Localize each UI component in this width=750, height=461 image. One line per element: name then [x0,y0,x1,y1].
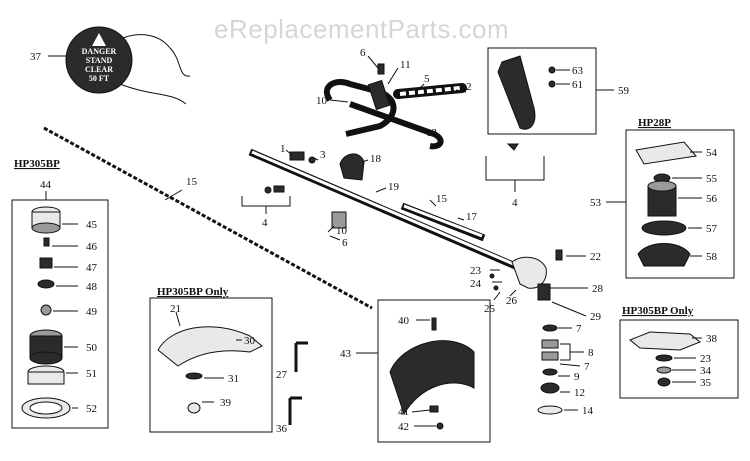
callout-23-b: 23 [700,353,712,365]
sign-line-4: 50 FT [89,74,110,83]
callout-8: 8 [588,347,594,359]
callout-11: 11 [400,59,411,71]
header-hp28p: HP28P [638,117,671,129]
hex-wrench-27 [294,341,308,372]
callout-55: 55 [706,173,718,185]
callout-1: 1 [280,143,286,155]
callout-17: 17 [466,211,478,223]
callout-15-cable: 15 [186,176,198,188]
callout-59: 59 [618,85,630,97]
callout-22: 22 [590,251,601,263]
callout-44: 44 [40,179,52,191]
callout-7-bottom: 7 [584,361,590,373]
callout-53: 53 [590,197,602,209]
callout-25: 25 [484,303,496,315]
watermark-text: eReplacementParts.com [214,14,509,44]
callout-23-main: 23 [470,265,482,277]
shaft-clamp-parts [264,151,365,229]
hp28p-parts-box [625,129,735,279]
sign-line-1: DANGER [82,47,117,56]
callout-38: 38 [706,333,718,345]
hex-wrench-36 [288,396,302,425]
callout-39: 39 [220,397,232,409]
main-shaft [248,148,522,272]
callout-61: 61 [572,79,583,91]
guard-parts-box [377,299,491,443]
callout-45: 45 [86,219,98,231]
callout-63: 63 [572,65,584,77]
callout-19: 19 [388,181,400,193]
callout-21: 21 [170,303,181,315]
callout-43: 43 [340,348,352,360]
trimmer-guard [389,317,475,430]
drive-cable [43,126,373,310]
callout-7-top: 7 [576,323,582,335]
callout-30: 30 [244,335,256,347]
callout-18: 18 [370,153,382,165]
hp305bp-only-box-b [619,319,739,399]
callout-47: 47 [86,262,98,274]
callout-37: 37 [30,51,42,63]
gear-head [489,249,563,301]
shaft-sleeve [400,202,486,242]
hp28p-head-parts [635,141,697,267]
callout-40: 40 [398,315,410,327]
callout-15-sleeve: 15 [436,193,448,205]
callout-28: 28 [592,283,604,295]
callout-41: 41 [398,406,409,418]
handle-assembly [323,63,467,150]
head-parts-stack [21,206,71,419]
callout-57: 57 [706,223,718,235]
callout-10-mid: 10 [336,225,348,237]
callout-6-top: 6 [360,47,366,59]
callout-48: 48 [86,281,98,293]
callout-46: 46 [86,241,98,253]
callout-2: 2 [466,81,472,93]
callout-3: 3 [320,149,326,161]
callout-42: 42 [398,421,409,433]
hp305bp-only-box-a [149,297,273,433]
callout-34-b: 34 [700,365,712,377]
hp305bp-parts-box [11,199,109,429]
callout-26: 26 [506,295,518,307]
header-hp305bp-only-a: HP305BP Only [157,286,229,298]
callout-50: 50 [86,342,98,354]
callout-24: 24 [470,278,482,290]
callout-29: 29 [590,311,602,323]
callout-49: 49 [86,306,98,318]
callout-10-top: 10 [316,95,328,107]
blade-hardware [629,331,701,387]
callout-35: 35 [700,377,712,389]
gear-head-hardware [537,324,563,415]
callout-6-mid: 6 [342,237,348,249]
callout-13: 13 [426,127,438,139]
callout-31: 31 [228,373,239,385]
callout-27: 27 [276,369,288,381]
throttle-parts-box [487,47,597,135]
callout-58: 58 [706,251,718,263]
callout-56: 56 [706,193,718,205]
callout-51: 51 [86,368,97,380]
header-hp305bp-only-b: HP305BP Only [622,305,694,317]
warning-sign-illustration: DANGER STAND CLEAR 50 FT [65,26,191,105]
guard-shield-small [157,326,263,414]
callout-4-right: 4 [512,197,518,209]
callout-14: 14 [582,405,594,417]
callout-9: 9 [574,371,580,383]
callout-36: 36 [276,423,288,435]
throttle-handle [497,55,556,151]
callout-12: 12 [574,387,585,399]
callout-52: 52 [86,403,97,415]
callout-54: 54 [706,147,718,159]
sign-line-3: CLEAR [85,65,113,74]
header-hp305bp: HP305BP [14,158,60,170]
callout-4-left: 4 [262,217,268,229]
callout-5: 5 [424,73,430,85]
sign-line-2: STAND [86,56,113,65]
